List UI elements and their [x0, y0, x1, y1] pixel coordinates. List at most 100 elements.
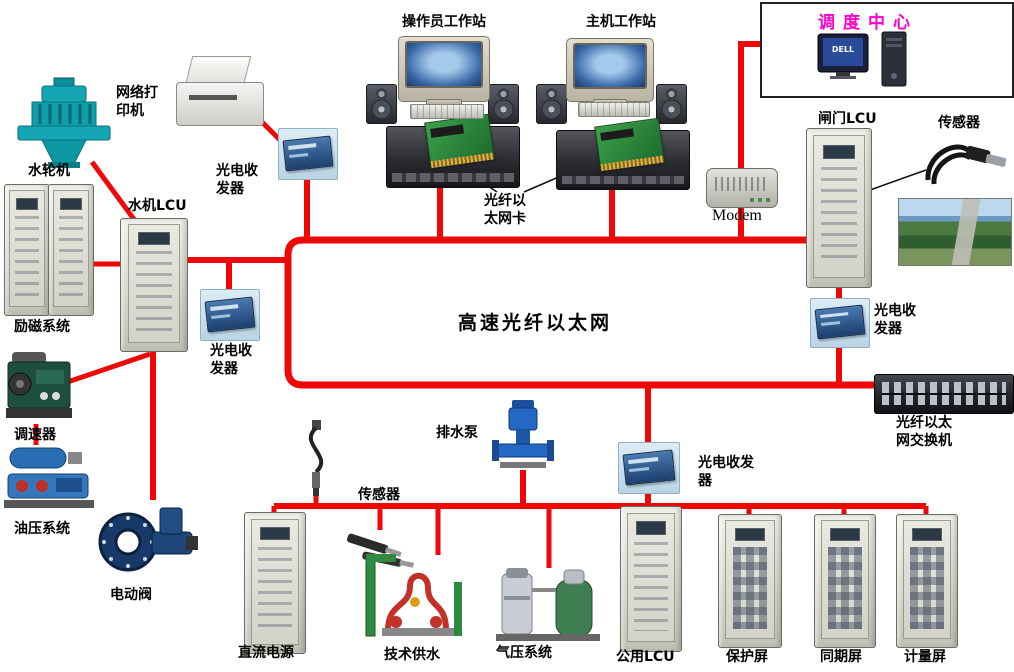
switch-ports [881, 381, 1007, 406]
label-line: 器 [698, 473, 712, 490]
network-printer-label: 网络打 印机 [116, 84, 158, 120]
label-line: 发器 [210, 361, 238, 378]
fiber-switch-label: 光纤以太 网交换机 [896, 414, 952, 450]
cabinet-panel-rows [15, 216, 39, 298]
dc-power-label: 直流电源 [238, 645, 294, 661]
transceiver-gate [810, 298, 870, 348]
cabinet-display [16, 198, 38, 211]
operator-workstation-label: 操作员工作站 [402, 14, 486, 30]
fiber-nic-card-icon [593, 117, 665, 171]
turbine-label: 水轮机 [28, 163, 70, 179]
main-monitor [566, 38, 654, 109]
printer-slot [188, 95, 238, 101]
dc-power-cabinet [244, 512, 306, 654]
cabinet-panel-rows [59, 216, 83, 298]
protection-panel-cabinet [718, 514, 782, 648]
cabinet-door [725, 520, 775, 640]
dispatch-computer-icon: DELL [817, 31, 907, 87]
speaker-icon [536, 84, 567, 124]
cabinet-display [830, 528, 860, 541]
keyboard-icon [410, 104, 484, 119]
transceiver-hydro [200, 289, 260, 341]
dispatch-center-label: 调度中心 [818, 13, 918, 33]
drain-pump-icon [492, 400, 554, 468]
cabinet-panel-rows [258, 546, 292, 634]
governor-machine-icon [6, 352, 72, 418]
water-turbine-icon [17, 77, 111, 168]
common-sensor-icon [308, 420, 324, 496]
hydro-lcu-label: 水机LCU [128, 198, 187, 214]
common-lcu-cabinet [620, 506, 682, 652]
dell-logo: DELL [832, 45, 854, 54]
label-line: 光电收发 [698, 455, 754, 471]
cabinet-display [734, 528, 766, 541]
speaker-icon [488, 84, 519, 124]
cabinet-display [60, 198, 82, 211]
modem-device [706, 168, 778, 208]
transceiver-printer-label: 光电收 发器 [216, 162, 258, 198]
cabinet-panel-rows [135, 250, 173, 333]
network-printer [176, 56, 264, 126]
cabinet-door [903, 520, 951, 640]
cabinet-display [636, 521, 666, 535]
fiber-nic-card-icon [423, 113, 495, 168]
excitation-label: 励磁系统 [14, 319, 70, 335]
excitation-cabinet-1 [4, 184, 50, 316]
electric-valve-label: 电动阀 [110, 587, 152, 603]
sync-panel-cabinet [814, 514, 876, 648]
fiber-nic-server-1 [386, 113, 520, 188]
cabinet-door [53, 190, 89, 308]
hydro-lcu-cabinet [120, 218, 188, 352]
dam-photo [898, 198, 1012, 266]
printer-label-line2: 印机 [116, 103, 144, 120]
modem-label: Modem [712, 207, 762, 224]
monitor-screen [573, 43, 647, 89]
electric-valve-icon [98, 507, 198, 572]
printer-label-line1: 网络打 [116, 85, 158, 101]
transceiver-device-icon [204, 296, 257, 332]
fiber-nic-label-line2: 太网卡 [484, 211, 526, 228]
label-line: 光纤以太 [896, 415, 952, 431]
excitation-cabinet-2 [48, 184, 94, 316]
common-lcu-label: 公用LCU [616, 649, 675, 665]
oil-pressure-system-icon [4, 447, 94, 508]
gate-lcu-label: 闸门LCU [818, 111, 877, 127]
cabinet-panel-rows [634, 541, 668, 632]
tech-water-icon [365, 554, 462, 637]
cabinet-door [627, 512, 675, 643]
cabinet-display [823, 144, 855, 160]
monitor-screen [405, 41, 483, 89]
oil-pressure-label: 油压系统 [14, 521, 70, 537]
bus-title: 高速光纤以太网 [458, 312, 613, 334]
speaker-icon [656, 84, 687, 124]
main-workstation-label: 主机工作站 [586, 14, 656, 30]
cabinet-door [9, 190, 45, 308]
cabinet-door [251, 518, 299, 645]
gate-lcu-cabinet [806, 128, 872, 288]
cabinet-display [137, 232, 171, 245]
cabinet-door [127, 224, 181, 344]
drain-pump-label: 排水泵 [436, 425, 478, 441]
label-line: 发器 [216, 181, 244, 198]
metering-panel-label: 计量屏 [904, 649, 946, 665]
common-sensor-label: 传感器 [358, 487, 400, 503]
fiber-nic-label: 光纤以 太网卡 [484, 192, 526, 228]
transceiver-device-icon [814, 304, 867, 340]
air-pressure-label: 气压系统 [496, 645, 552, 661]
fiber-nic-label-line1: 光纤以 [484, 193, 526, 209]
cabinet-panel-grid [910, 546, 944, 629]
cabinet-door [813, 135, 865, 278]
fiber-nic-server-2 [556, 117, 690, 190]
operator-monitor [398, 36, 490, 109]
label-line: 光电收 [210, 343, 252, 359]
transceiver-printer [278, 128, 338, 180]
transceiver-gate-label: 光电收 发器 [874, 302, 916, 338]
transceiver-device-icon [622, 448, 676, 486]
transceiver-common [618, 442, 680, 494]
transceiver-hydro-label: 光电收 发器 [210, 342, 252, 378]
sync-panel-label: 同期屏 [820, 649, 862, 665]
metering-panel-cabinet [896, 514, 958, 648]
transceiver-common-label: 光电收发 器 [698, 454, 754, 490]
